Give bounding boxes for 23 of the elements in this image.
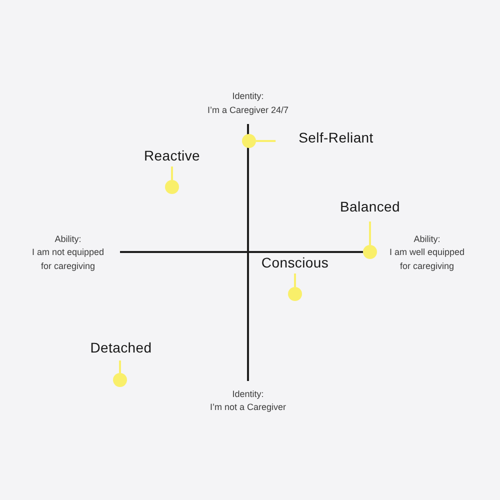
axis-label: I’m a Caregiver 24/7 xyxy=(207,104,289,117)
axis-label: Ability: xyxy=(54,233,82,246)
leader-line xyxy=(294,274,296,287)
axis-label: I’m not a Caregiver xyxy=(210,401,286,414)
marker-dot-icon xyxy=(242,134,256,148)
leader-line xyxy=(171,166,173,180)
axis-label: Identity: xyxy=(232,90,264,103)
quadrant-label: Reactive xyxy=(144,148,200,164)
marker-dot-icon xyxy=(165,180,179,194)
leader-line xyxy=(119,360,121,373)
leader-line xyxy=(256,140,276,142)
quadrant-label: Balanced xyxy=(340,198,400,216)
axis-label: I am well equipped for caregiving xyxy=(388,246,466,273)
quadrant-label: Self-Reliant xyxy=(298,130,374,146)
quadrant-label: Conscious xyxy=(261,254,329,272)
marker-dot-icon xyxy=(363,245,377,259)
axis-label: Identity: xyxy=(232,388,264,401)
quadrant-label: Detached xyxy=(90,340,152,356)
axis-label: I am not equipped for caregiving xyxy=(30,246,106,273)
marker-dot-icon xyxy=(288,287,302,301)
leader-line xyxy=(369,222,371,245)
axis-label: Ability: xyxy=(414,233,440,246)
marker-dot-icon xyxy=(113,373,127,387)
